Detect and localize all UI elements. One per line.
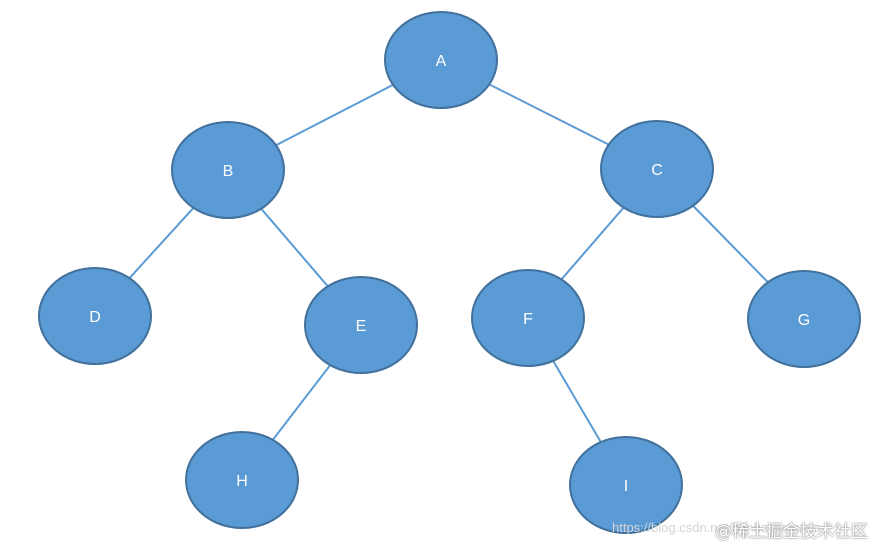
node-ellipse-a (384, 11, 498, 109)
node-g: G (747, 270, 861, 368)
node-label-g: G (798, 312, 810, 329)
edge-e-h (271, 364, 332, 441)
node-c: C (600, 120, 714, 218)
node-ellipse-b (171, 121, 285, 219)
node-ellipse-e (304, 276, 418, 374)
edge-b-e (260, 208, 329, 287)
tree-nodes: A B C D E F G H I (38, 11, 861, 534)
node-ellipse-g (747, 270, 861, 368)
edge-a-c (488, 83, 610, 146)
node-d: D (38, 267, 152, 365)
node-label-f: F (523, 311, 533, 328)
tree-edges (128, 83, 769, 443)
node-ellipse-i (569, 436, 683, 534)
edge-c-f (560, 206, 625, 281)
node-label-e: E (356, 318, 367, 335)
node-h: H (185, 431, 299, 529)
node-ellipse-f (471, 269, 585, 367)
node-a: A (384, 11, 498, 109)
edge-b-d (128, 207, 195, 279)
node-label-d: D (89, 309, 101, 326)
node-b: B (171, 121, 285, 219)
edge-a-b (275, 83, 394, 147)
node-label-c: C (651, 162, 663, 179)
node-f: F (471, 269, 585, 367)
node-label-b: B (223, 163, 234, 180)
blog-url-watermark: https://blog.csdn.net/hanhaowanana (612, 520, 821, 535)
edge-f-i (552, 360, 602, 443)
edge-c-g (692, 205, 769, 283)
node-ellipse-h (185, 431, 299, 529)
node-ellipse-c (600, 120, 714, 218)
node-e: E (304, 276, 418, 374)
node-label-h: H (236, 473, 248, 490)
node-i: I (569, 436, 683, 534)
node-label-a: A (436, 53, 447, 70)
site-watermark: @稀土掘金技术社区 (715, 522, 868, 542)
node-label-i: I (624, 478, 628, 495)
node-ellipse-d (38, 267, 152, 365)
